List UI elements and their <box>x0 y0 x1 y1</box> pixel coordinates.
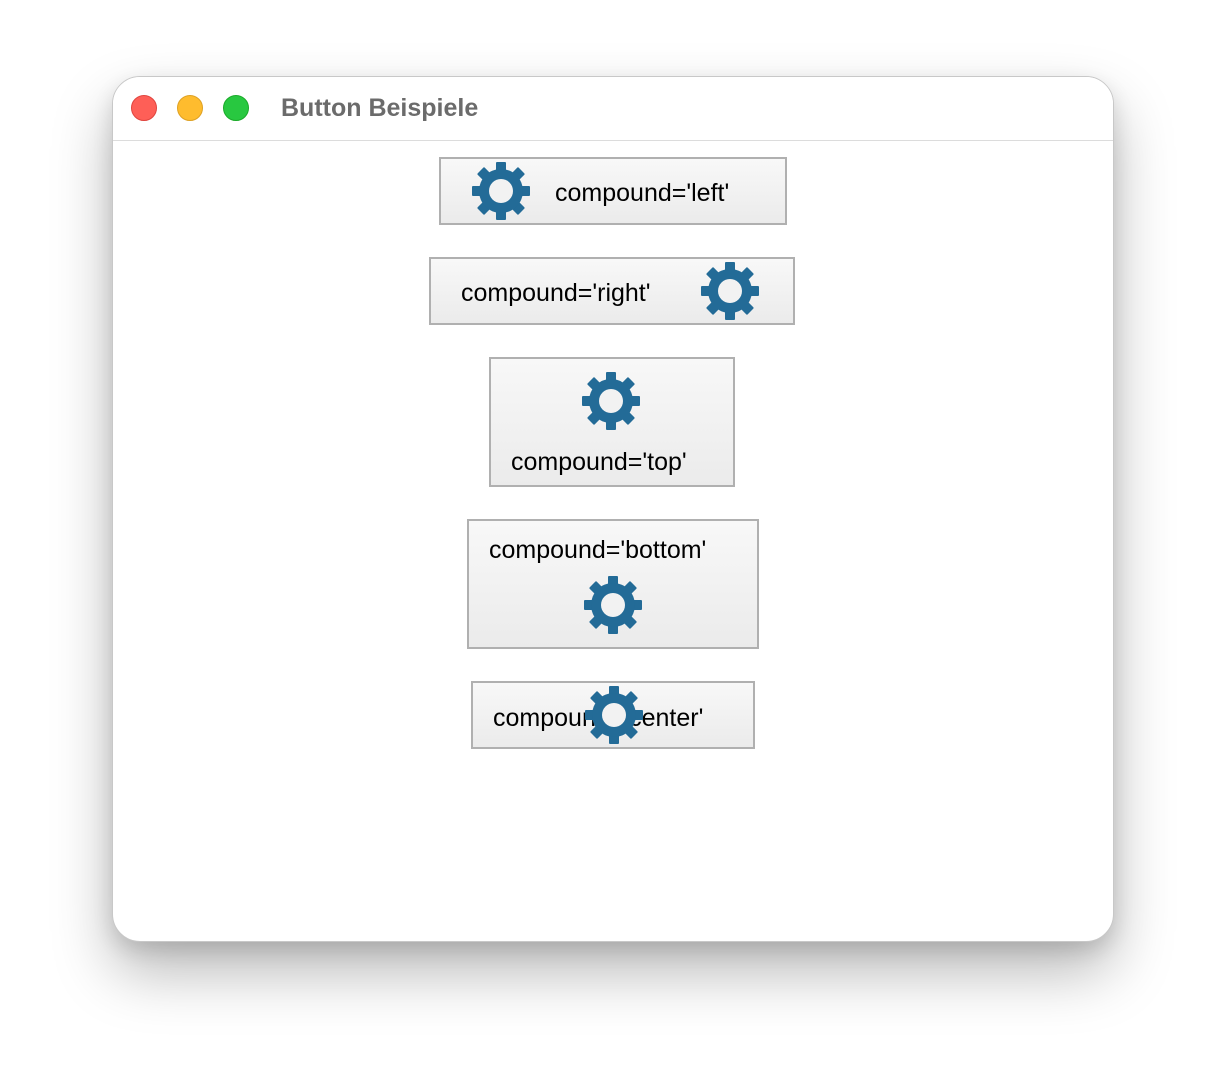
button-label: compound='top' <box>511 448 687 476</box>
maximize-window-button[interactable] <box>223 95 249 121</box>
gear-icon <box>469 159 533 223</box>
close-window-button[interactable] <box>131 95 157 121</box>
button-label: compound='bottom' <box>489 536 707 564</box>
compound-center-button[interactable]: compound='center' <box>471 681 755 749</box>
compound-left-button[interactable]: compound='left' <box>439 157 787 225</box>
app-window: Button Beispiele compound='left' compoun… <box>112 76 1114 942</box>
button-label: compound='left' <box>555 179 730 207</box>
minimize-window-button[interactable] <box>177 95 203 121</box>
gear-icon <box>582 683 646 747</box>
button-label: compound='right' <box>461 279 651 307</box>
title-bar: Button Beispiele <box>113 77 1113 141</box>
compound-top-button[interactable]: compound='top' <box>489 357 735 487</box>
window-title: Button Beispiele <box>281 94 479 122</box>
gear-icon <box>579 369 643 433</box>
compound-right-button[interactable]: compound='right' <box>429 257 795 325</box>
gear-icon <box>698 259 762 323</box>
compound-bottom-button[interactable]: compound='bottom' <box>467 519 759 649</box>
gear-icon <box>581 573 645 637</box>
